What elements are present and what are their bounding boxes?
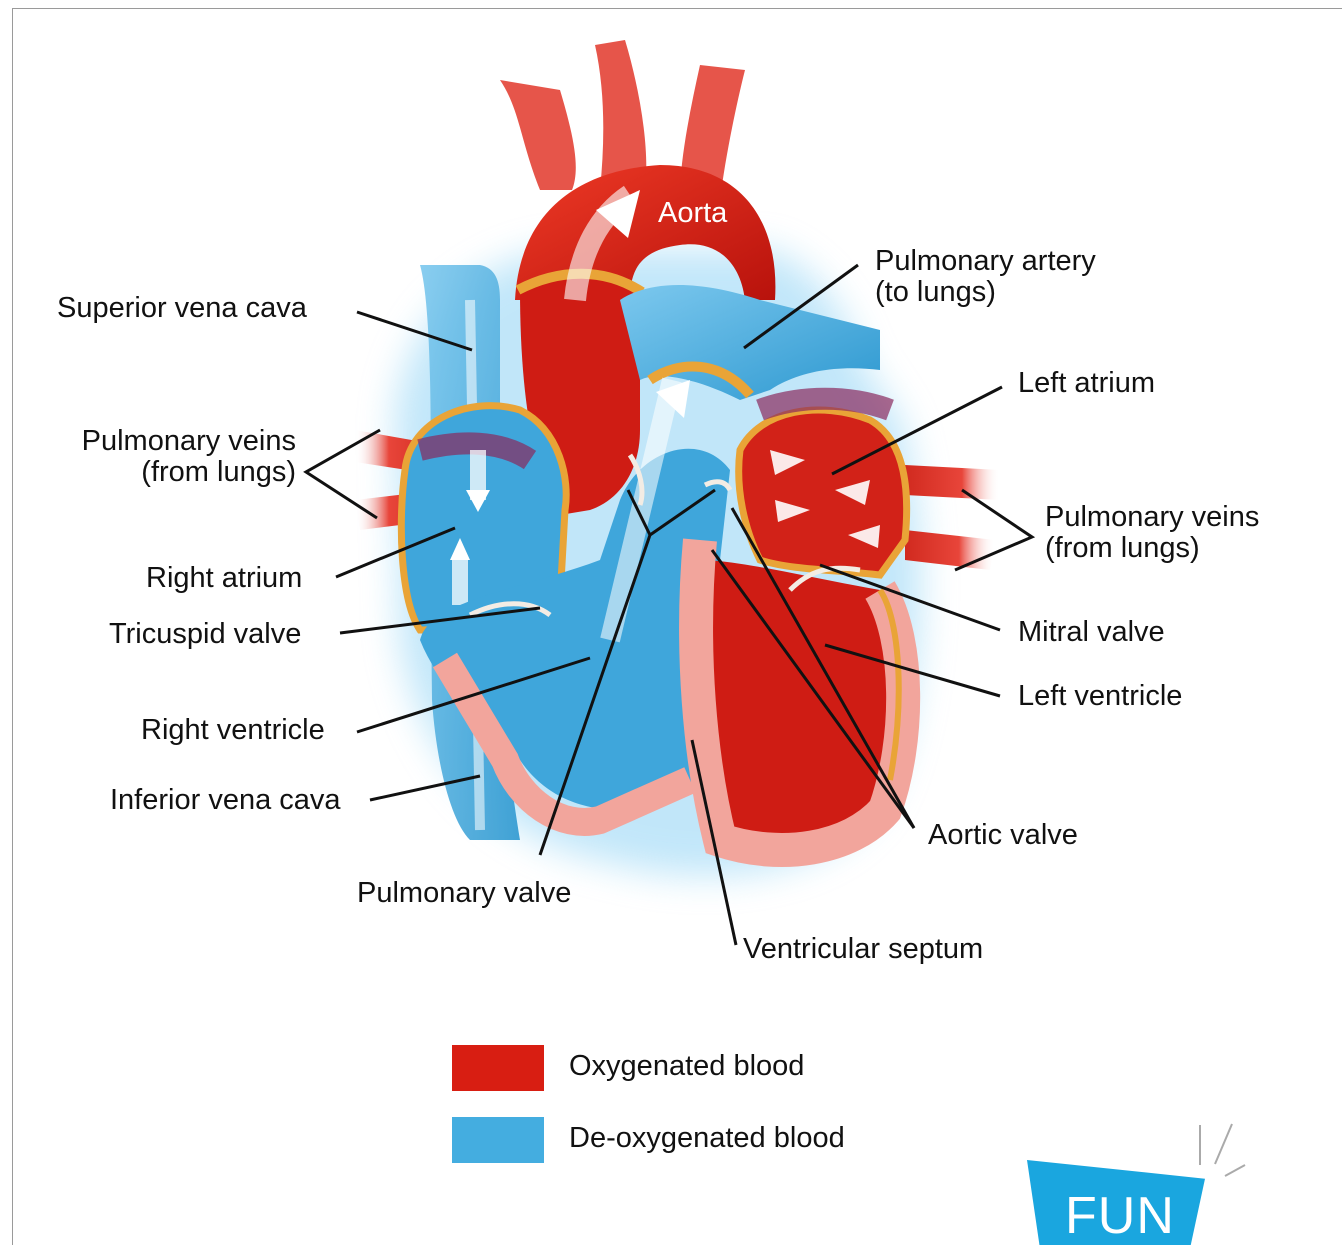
label-mitral-valve: Mitral valve (1018, 617, 1165, 648)
label-pulmonary-veins-right: Pulmonary veins (from lungs) (1045, 502, 1259, 564)
label-pulmonary-veins-left: Pulmonary veins (from lungs) (60, 426, 296, 488)
label-pulmonary-artery-line1: Pulmonary artery (875, 246, 1096, 277)
label-aortic-valve: Aortic valve (928, 820, 1078, 851)
label-pulmonary-veins-left-line1: Pulmonary veins (60, 426, 296, 457)
label-pulmonary-veins-right-line2: (from lungs) (1045, 533, 1259, 564)
label-inferior-vena-cava: Inferior vena cava (110, 785, 341, 816)
label-pulmonary-artery: Pulmonary artery (to lungs) (875, 246, 1096, 308)
label-tricuspid-valve: Tricuspid valve (109, 619, 301, 650)
label-right-atrium: Right atrium (146, 563, 302, 594)
label-right-ventricle: Right ventricle (141, 715, 325, 746)
legend-swatch-oxygenated (452, 1045, 544, 1091)
label-left-atrium: Left atrium (1018, 368, 1155, 399)
fun-badge-text: FUN (1065, 1188, 1175, 1244)
label-pulmonary-artery-line2: (to lungs) (875, 277, 1096, 308)
legend-label-deoxygenated: De-oxygenated blood (569, 1122, 845, 1155)
left-atrium-shape (739, 399, 907, 575)
label-left-ventricle: Left ventricle (1018, 681, 1182, 712)
label-pulmonary-veins-left-line2: (from lungs) (60, 457, 296, 488)
label-superior-vena-cava: Superior vena cava (57, 293, 307, 324)
legend-swatch-deoxygenated (452, 1117, 544, 1163)
label-pulmonary-veins-right-line1: Pulmonary veins (1045, 502, 1259, 533)
label-pulmonary-valve: Pulmonary valve (357, 878, 571, 909)
sparkle-icon (1190, 1120, 1250, 1180)
aorta-label: Aorta (658, 198, 727, 229)
label-ventricular-septum: Ventricular septum (743, 934, 983, 965)
legend-label-oxygenated: Oxygenated blood (569, 1050, 804, 1083)
